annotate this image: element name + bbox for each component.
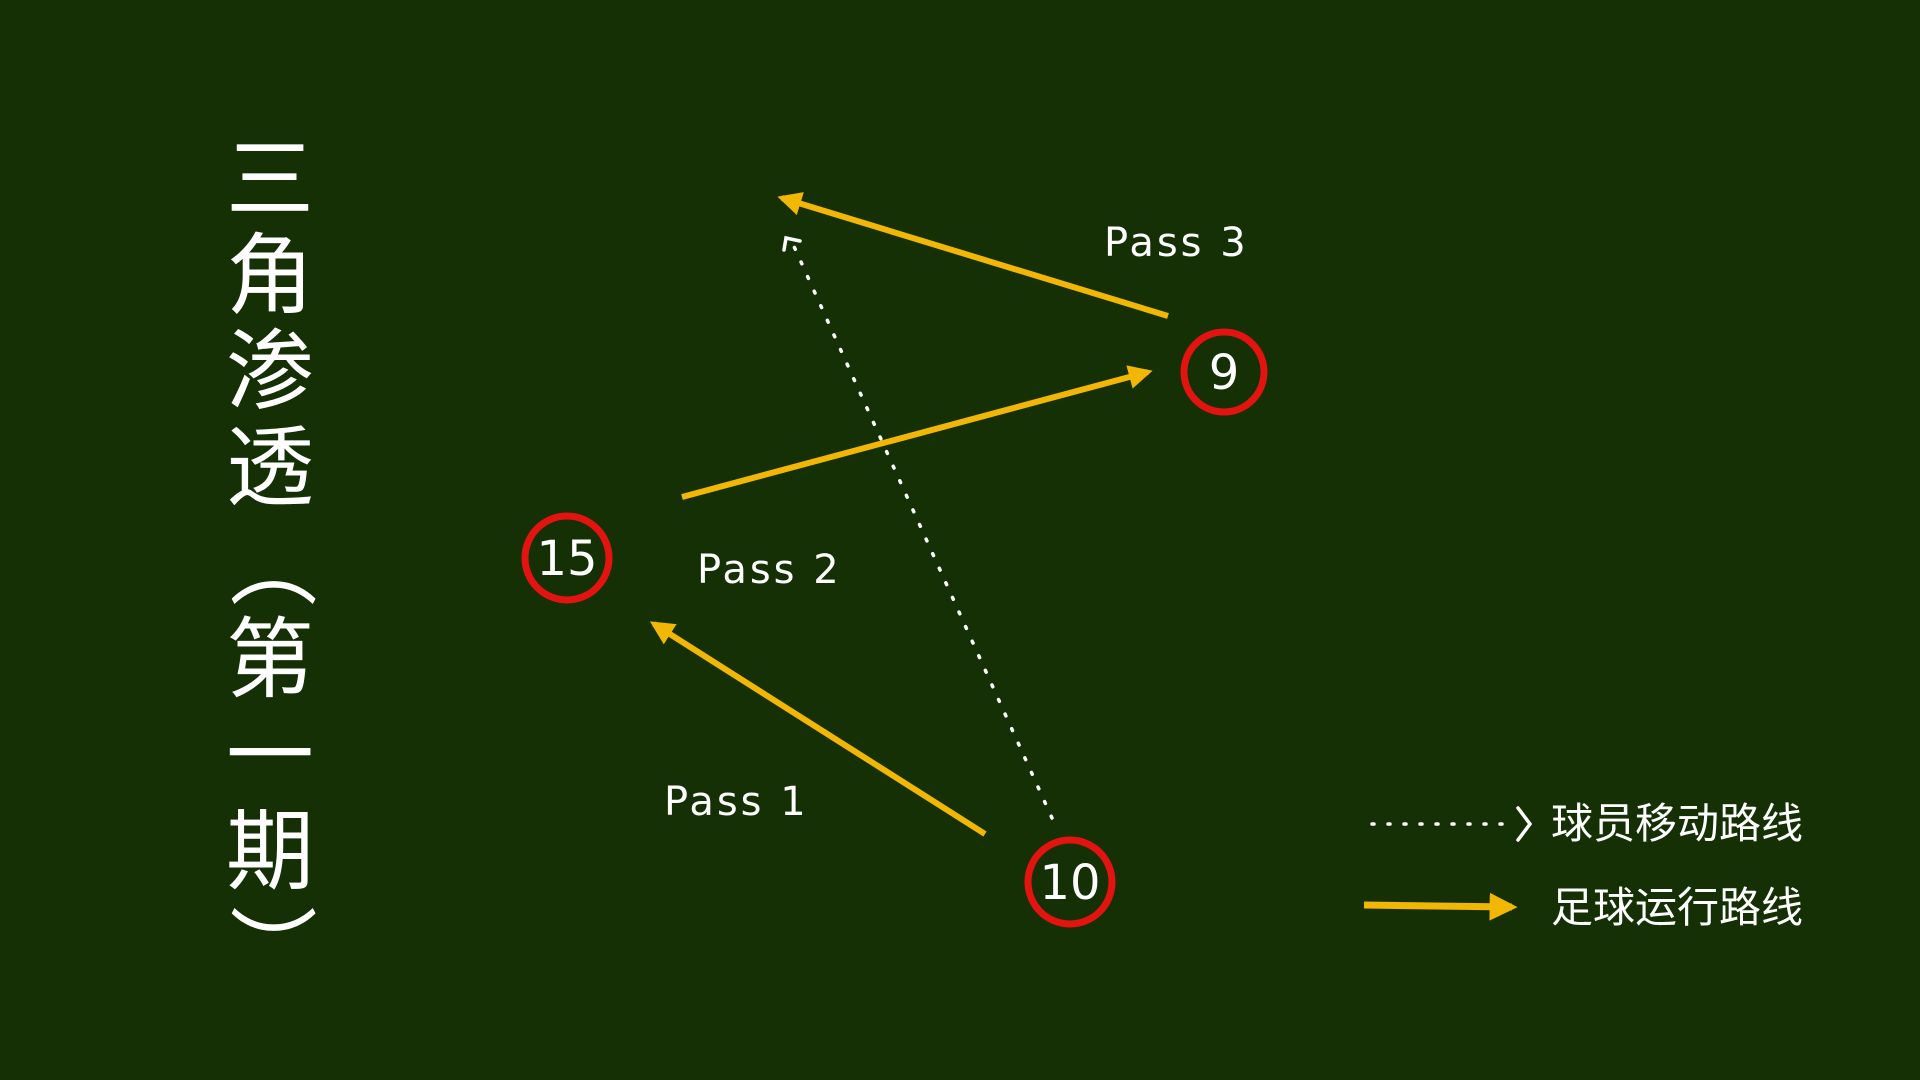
title-char-4: 透 [225,416,314,519]
legend: 球员移动路线 足球运行路线 [1363,799,1803,932]
pass-2-label: Pass 2 [697,547,842,593]
player-10-label: 10 [1039,855,1100,911]
player-15-label: 15 [536,531,597,587]
title-char-2: 角 [225,224,314,327]
pass-2-path [681,365,1153,500]
pass-3-label: Pass 3 [1104,220,1249,266]
title-char-6: 第 [225,608,314,711]
vertical-title: 三 角 渗 透 （ 第 一 期 ） [218,132,322,996]
pass-1-path [649,621,987,837]
title-char-8: 期 [225,800,314,903]
legend-ball-path-sample [1363,892,1518,921]
title-char-3: 渗 [225,320,314,423]
player-9-label: 9 [1209,345,1240,401]
pass-1-label: Pass 1 [664,779,809,825]
pass-3-path [777,192,1169,319]
title-char-7: 一 [225,704,314,807]
player-run-arrowhead [782,235,802,252]
player-9-marker: 9 [1180,328,1268,416]
legend-ball-movement-label: 足球运行路线 [1551,883,1803,932]
player-run-path [790,240,1054,820]
legend-player-movement-label: 球员移动路线 [1551,799,1803,848]
player-10-marker: 10 [1024,836,1116,928]
player-15-marker: 15 [521,512,613,604]
title-char-1: 三 [225,128,314,231]
legend-player-run-arrowhead [1516,806,1533,842]
